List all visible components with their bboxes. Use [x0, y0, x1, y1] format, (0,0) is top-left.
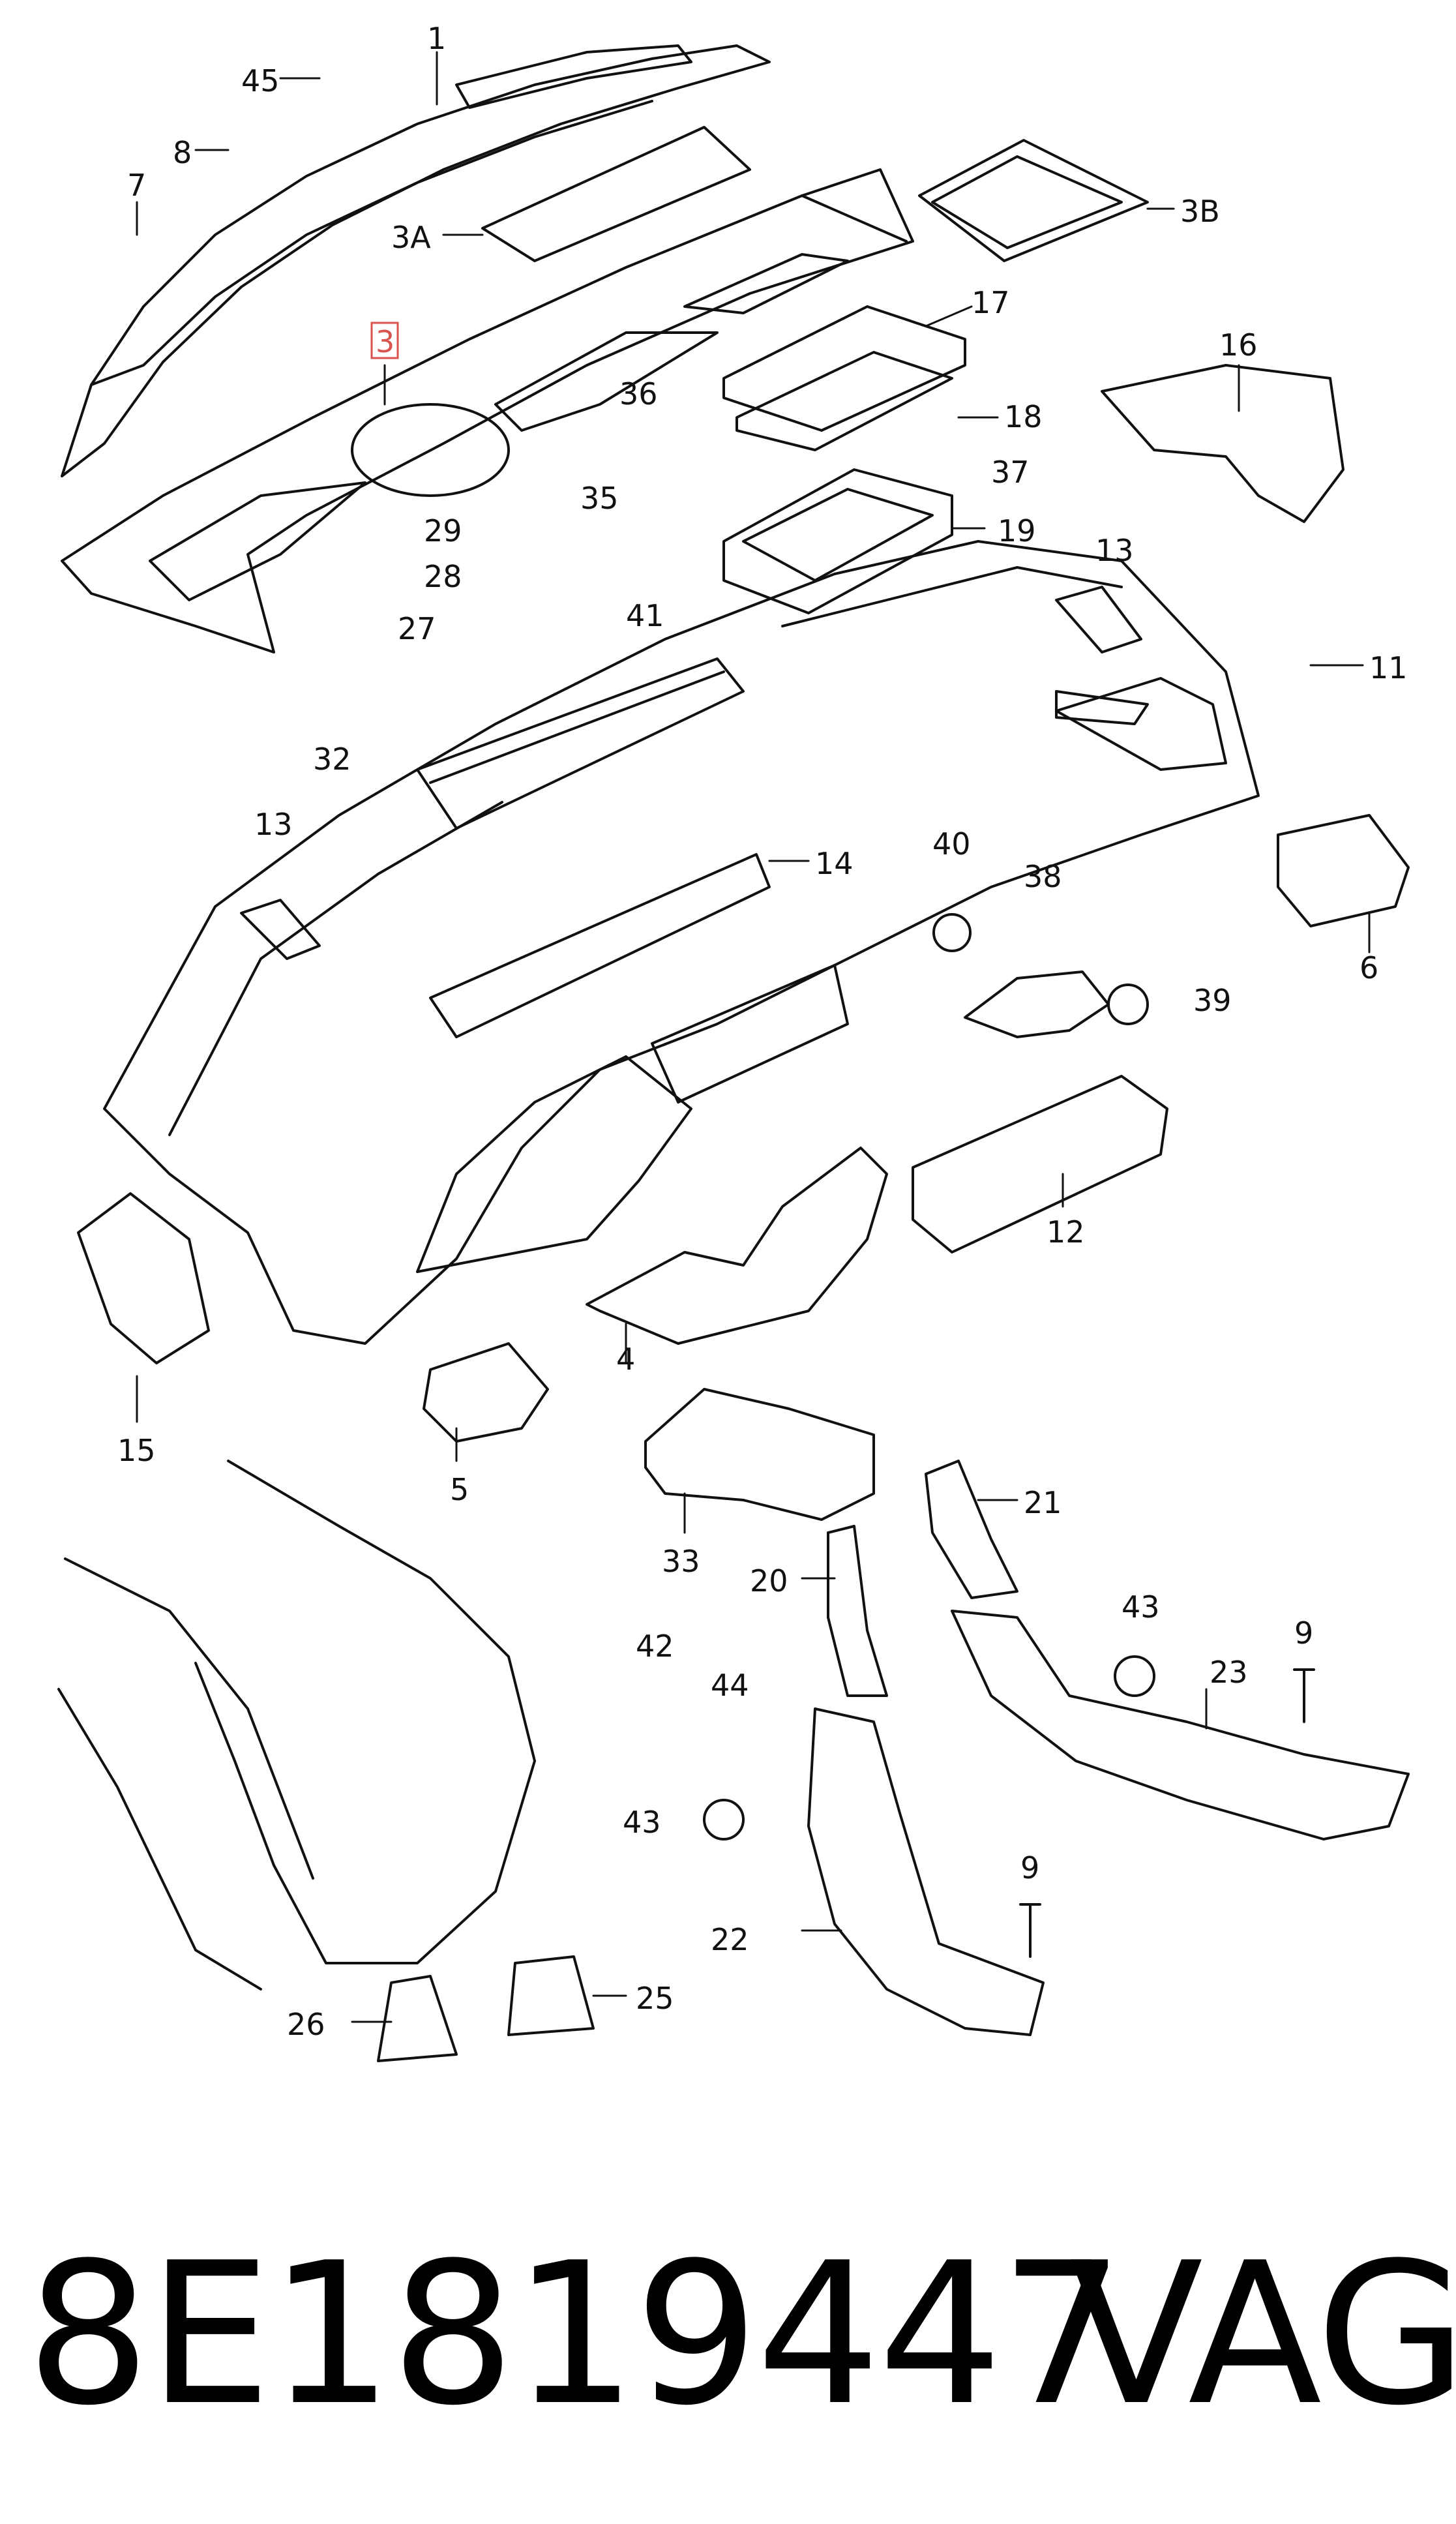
- label-32: 32: [313, 742, 351, 777]
- label-43-upper: 43: [1122, 1589, 1160, 1625]
- label-1: 1: [427, 21, 446, 56]
- label-3a: 3A: [391, 220, 431, 255]
- duct-22: [807, 1707, 1045, 2036]
- label-9-lower: 9: [1020, 1850, 1039, 1885]
- left-duct: [77, 1192, 210, 1364]
- callout-labels: 45 1 8 7 3A 3B 3 17 18 36 37 35 29 28 27…: [117, 21, 1408, 2042]
- duct-21: [925, 1460, 1018, 1599]
- label-17: 17: [972, 285, 1010, 320]
- label-4: 4: [616, 1342, 635, 1377]
- label-21: 21: [1024, 1485, 1062, 1520]
- cowl-strip: [61, 44, 771, 477]
- label-14: 14: [815, 846, 854, 881]
- label-3: 3: [376, 324, 394, 359]
- vent-5: [423, 1342, 549, 1443]
- label-35: 35: [580, 481, 619, 516]
- blower-33: [644, 1388, 875, 1521]
- label-13-left: 13: [254, 807, 293, 842]
- brand-name: VAG: [1069, 2221, 1456, 2448]
- trim-panel: [429, 853, 771, 1038]
- label-37: 37: [991, 455, 1030, 490]
- vent-26: [377, 1975, 458, 2062]
- label-45: 45: [241, 63, 280, 98]
- label-39: 39: [1193, 983, 1232, 1018]
- label-38: 38: [1024, 859, 1062, 894]
- label-28: 28: [424, 559, 462, 594]
- label-11: 11: [1369, 650, 1408, 685]
- label-6: 6: [1359, 950, 1378, 985]
- label-3b: 3B: [1180, 194, 1220, 229]
- label-19: 19: [998, 513, 1036, 548]
- label-43-lower: 43: [623, 1805, 661, 1840]
- vent-13-left: [240, 899, 321, 960]
- label-25: 25: [636, 1981, 674, 2016]
- label-33: 33: [662, 1544, 700, 1579]
- screw-9-upper: [1293, 1668, 1315, 1723]
- label-22: 22: [711, 1922, 749, 1957]
- part-number: 8E1819447: [26, 2221, 1125, 2448]
- label-36: 36: [619, 376, 658, 412]
- duct-23: [951, 1610, 1410, 1840]
- label-40: 40: [932, 826, 971, 862]
- dashboard-body: [103, 540, 1260, 1345]
- label-23: 23: [1210, 1655, 1248, 1690]
- label-5: 5: [450, 1472, 469, 1507]
- screw-9-lower: [1019, 1903, 1041, 1958]
- label-44: 44: [711, 1668, 749, 1703]
- label-15: 15: [117, 1433, 156, 1468]
- right-duct: [1101, 364, 1345, 523]
- vent-6: [1277, 814, 1410, 927]
- label-8: 8: [173, 135, 192, 170]
- dash-top-cover: [61, 126, 914, 654]
- duct-4: [586, 1147, 888, 1345]
- duct-38: [964, 970, 1110, 1038]
- filter-housing: [722, 305, 966, 614]
- vent-13-right: [1055, 586, 1142, 654]
- label-29: 29: [424, 513, 462, 548]
- vent-12: [912, 1075, 1168, 1254]
- label-16: 16: [1219, 327, 1258, 363]
- label-26: 26: [287, 2007, 325, 2042]
- label-20: 20: [750, 1563, 788, 1599]
- duct-20: [827, 1525, 888, 1697]
- highlight-box: [370, 322, 399, 359]
- label-27: 27: [398, 611, 436, 646]
- vent-25: [507, 1955, 595, 2036]
- label-7: 7: [127, 168, 146, 203]
- center-vent: [416, 657, 745, 830]
- label-9-upper: 9: [1294, 1615, 1313, 1651]
- parts-diagram: 45 1 8 7 3A 3B 3 17 18 36 37 35 29 28 27…: [57, 21, 1410, 2062]
- label-13-right: 13: [1095, 533, 1134, 568]
- label-41: 41: [626, 598, 664, 633]
- label-18: 18: [1004, 399, 1043, 434]
- part-3b-cover: [918, 139, 1149, 262]
- body-outline: [57, 1460, 536, 1991]
- label-12: 12: [1047, 1214, 1085, 1250]
- label-42: 42: [636, 1629, 674, 1664]
